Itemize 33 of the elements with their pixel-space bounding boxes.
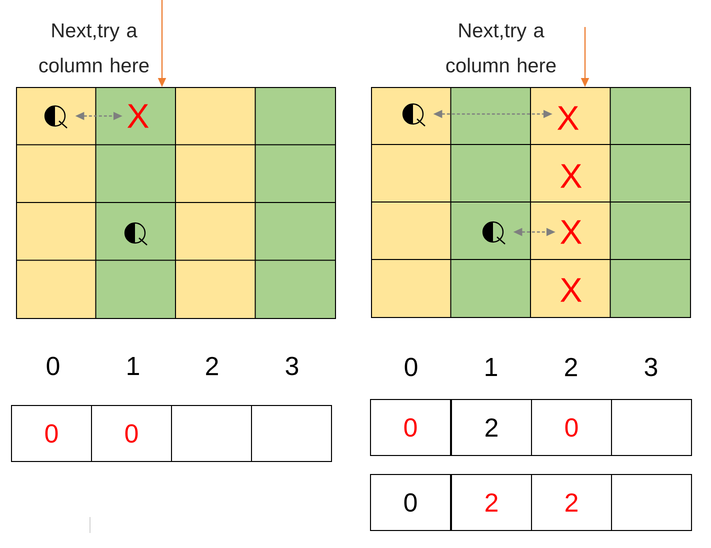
chessboard bbox=[370, 86, 692, 318]
column-index: 3 bbox=[286, 356, 298, 376]
array-cell bbox=[611, 474, 692, 531]
queen-icon bbox=[44, 105, 68, 128]
array-cell: 2 bbox=[451, 474, 532, 531]
cross-mark: X bbox=[557, 106, 579, 130]
queen-icon bbox=[482, 221, 506, 244]
cross-mark: X bbox=[560, 220, 582, 244]
array-cell bbox=[611, 399, 692, 456]
array-cell bbox=[251, 405, 332, 462]
column-index: 1 bbox=[486, 358, 497, 376]
column-index: 2 bbox=[565, 358, 577, 376]
column-index: 2 bbox=[206, 356, 218, 376]
array-cell: 2 bbox=[451, 399, 532, 456]
array-cell bbox=[171, 405, 252, 462]
array-cell: 0 bbox=[531, 399, 612, 456]
array-cell: 0 bbox=[11, 405, 92, 462]
hint-text: Next,try a column here bbox=[39, 24, 149, 72]
array-cell: 2 bbox=[531, 474, 612, 531]
cross-mark: X bbox=[560, 164, 582, 188]
cross-mark: X bbox=[560, 278, 582, 302]
chessboard bbox=[16, 86, 336, 319]
array-cell: 0 bbox=[370, 474, 451, 531]
queen-icon bbox=[402, 103, 426, 126]
queen-icon bbox=[124, 222, 148, 246]
cross-mark: X bbox=[127, 104, 149, 128]
column-index: 0 bbox=[46, 356, 60, 376]
array-cell: 0 bbox=[370, 399, 451, 456]
column-index: 1 bbox=[128, 357, 139, 375]
column-index: 0 bbox=[404, 358, 418, 376]
array-cell: 0 bbox=[91, 405, 172, 462]
hint-text: Next,try a column here bbox=[446, 24, 556, 72]
column-index: 3 bbox=[644, 358, 658, 376]
